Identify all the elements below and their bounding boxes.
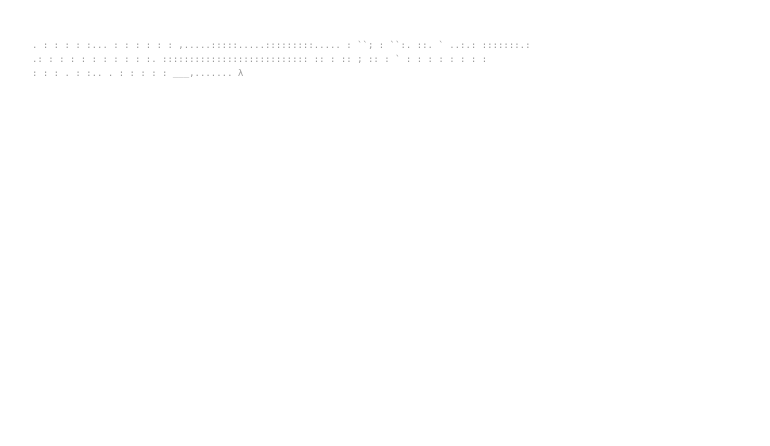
svg-text:. : : : : :... : : : : : :: . : : : : :... : : : : : : ,.....:::::..…	[32, 40, 531, 51]
sky-texture: . : : : : :... : : : : : : ,.....:::::..…	[32, 40, 531, 79]
svg-text:: : : . : :.. . : : : : :: : : : . : :.. . : : : : : ___,....... λ	[32, 69, 244, 79]
svg-text:.: : : : : : : : : : :.: .: : : : : : : : : : :. ::::::::::::::::…	[32, 54, 487, 65]
